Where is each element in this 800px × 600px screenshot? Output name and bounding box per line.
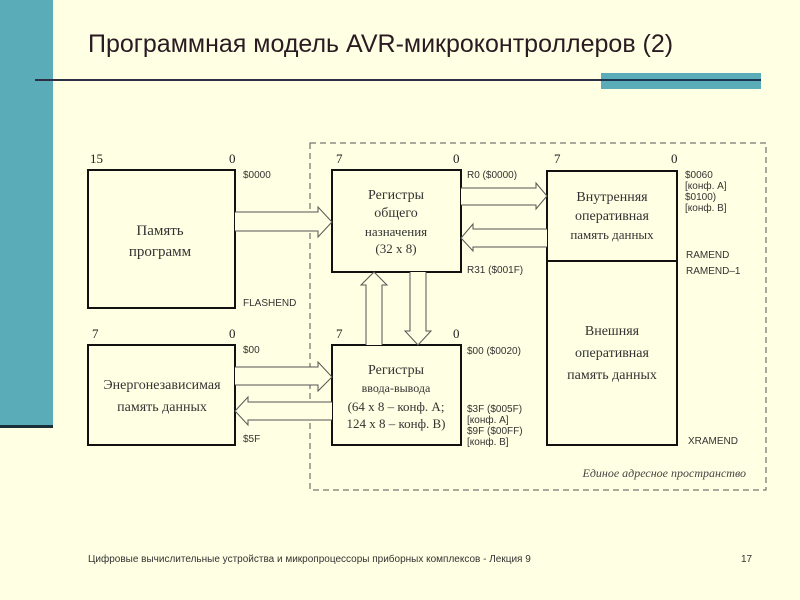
gp-registers-block: 7 0 Регистры общего назначения (32 x 8) … [331,151,523,276]
title-accent-line [601,79,761,81]
block-label: оперативная [575,209,649,224]
address-label: [конф. A] [467,414,509,426]
address-label: [конф. B] [685,202,727,214]
bit-low-label: 0 [453,151,460,166]
address-label: [конф. A] [685,180,727,192]
external-sram-block: Внешняя оперативная память данных XRAMEN… [567,324,738,447]
bit-high-label: 7 [92,326,99,341]
io-registers-block: 7 0 Регистры ввода-вывода (64 x 8 – конф… [331,326,523,448]
address-label: $3F ($005F) [467,404,522,415]
address-label: $0100) [685,192,716,203]
arrow-up-icon [359,271,389,345]
arrow-right-icon [461,181,548,211]
address-label: RAMEND [686,250,729,261]
title-accent-block [601,73,761,89]
slide-title: Программная модель AVR-микроконтроллеров… [88,30,674,58]
bit-low-label: 0 [453,326,460,341]
bit-high-label: 7 [336,326,343,341]
internal-sram-block: Внутренняя оперативная память данных $00… [570,170,741,277]
block-label: Внутренняя [576,190,648,205]
bit-high-label: 7 [554,151,561,166]
block-label: ввода-вывода [362,381,431,395]
bit-low-label: 0 [229,151,236,166]
block-label: Внешняя [585,324,640,339]
arrow-left-icon [460,222,547,253]
sram-column: 7 0 [546,151,678,446]
page-number: 17 [741,554,753,565]
unified-address-space-frame [309,142,767,491]
block-label: назначения [365,224,427,239]
address-label: R0 ($0000) [467,170,517,181]
block-label: оперативная [575,346,649,361]
program-memory-block: 15 0 Память программ $0000 FLASHEND [87,151,296,309]
block-label: программ [129,244,192,260]
title-underline [35,79,760,81]
block-label: Регистры [368,188,425,203]
block-label: 124 x 8 – конф. B) [346,416,445,431]
arrow-down-icon [403,272,433,346]
arrow-right-icon [235,360,333,393]
address-label: $9F ($00FF) [467,426,523,437]
address-label: FLASHEND [243,298,296,309]
address-label: R31 ($001F) [467,265,523,276]
bit-high-label: 15 [90,151,103,166]
block-label: (64 x 8 – конф. A; [348,399,445,414]
bit-low-label: 0 [671,151,678,166]
block-label: память данных [117,400,207,415]
block-label: память данных [570,227,654,242]
slide-footer: Цифровые вычислительные устройства и мик… [88,554,531,565]
eeprom-block: 7 0 Энергонезависимая память данных $00 … [87,326,260,446]
block-label: Память [136,223,183,239]
address-label: $00 ($0020) [467,346,521,357]
bit-low-label: 0 [229,326,236,341]
address-label: XRAMEND [688,436,738,447]
bit-high-label: 7 [336,151,343,166]
arrow-left-icon [234,395,332,427]
block-label: Энергонезависимая [103,378,221,393]
unified-address-space-label: Единое адресное пространство [581,466,746,480]
address-label: $0000 [243,170,271,181]
block-label: (32 x 8) [375,241,416,256]
address-label: [конф. B] [467,436,509,448]
address-label: RAMEND–1 [686,266,741,277]
left-accent-bar [0,0,53,428]
block-label: общего [374,206,418,221]
block-label: память данных [567,368,657,383]
arrow-right-icon [235,205,333,239]
block-label: Регистры [368,363,425,378]
address-label: $0060 [685,170,713,181]
address-label: $5F [243,434,260,445]
address-label: $00 [243,345,260,356]
